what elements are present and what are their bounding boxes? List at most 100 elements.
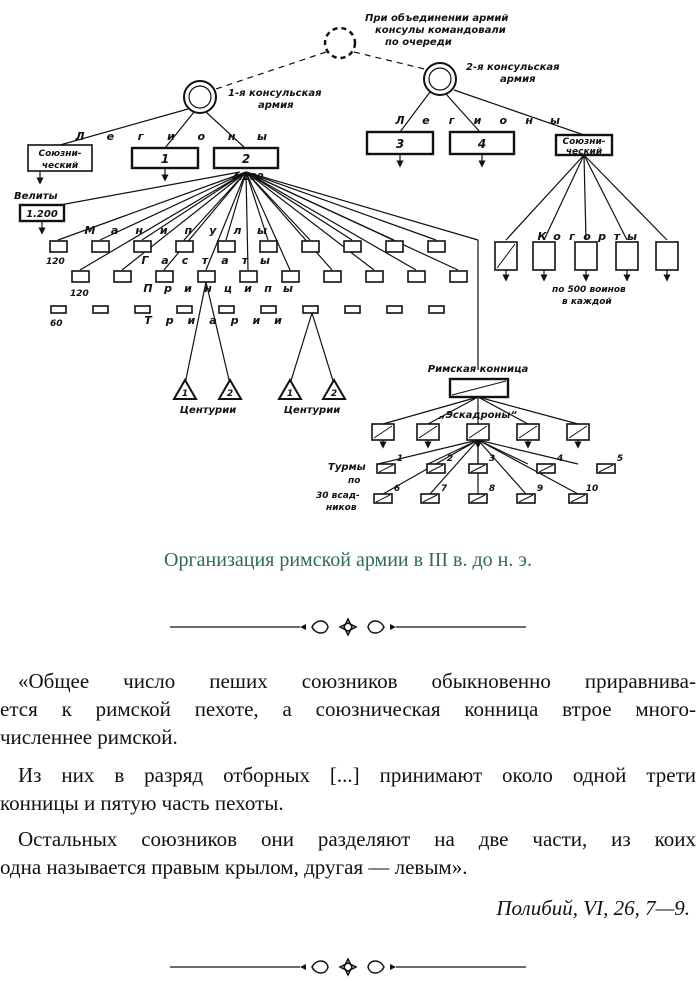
cohorts-note: в каждой [562, 297, 612, 307]
hastati-maniple [427, 240, 446, 253]
legions2-letter: и [474, 114, 482, 127]
centuria-number: 1 [287, 389, 293, 399]
hastati-maniple [301, 240, 320, 253]
principes-maniple [365, 270, 384, 283]
allied-label-2: Союзни- [562, 137, 605, 147]
legions2-letter: о [500, 114, 508, 127]
quote-line: одна называется правым крылом, другая — … [0, 855, 468, 879]
allied-label-1: ческий [42, 161, 79, 171]
triarii-maniple [260, 305, 277, 314]
triarii-maniple [134, 305, 151, 314]
connector-line [382, 396, 479, 425]
connector-line [427, 396, 479, 425]
hastati-letter: т [202, 254, 209, 267]
connector-line [205, 281, 231, 385]
connector-line [163, 171, 247, 271]
cohort-box [574, 241, 598, 271]
connector-line [245, 171, 353, 241]
hastati-maniple [343, 240, 362, 253]
connector-line [245, 171, 459, 271]
army2-label: 2-я консульская [466, 62, 560, 73]
squadron-hatch [373, 425, 393, 439]
maniples-letter: и [160, 224, 168, 237]
connector-line [477, 396, 579, 425]
cohort-box [532, 241, 556, 271]
principes-letter: и [244, 282, 252, 295]
cohorts-letter: т [614, 230, 621, 243]
centuria-triangle [277, 378, 303, 400]
allied-box-1 [27, 144, 93, 172]
legion-box-4 [448, 130, 516, 156]
maniples-letter: а [111, 224, 118, 237]
velites-count: 1.200 [26, 209, 58, 220]
legion-number: 4 [477, 137, 486, 151]
quote-paragraph-2: Из них в разряд отборных [...] принимают… [0, 761, 696, 817]
legions2-letter: н [525, 114, 533, 127]
turma-hatch [598, 464, 614, 473]
cavalry-hatch [451, 380, 507, 396]
turma-number: 1 [397, 454, 403, 464]
principes-maniple [281, 270, 300, 283]
turma-number: 4 [556, 454, 563, 464]
velites-label: Велиты [14, 191, 58, 202]
connector-line [289, 312, 313, 385]
joint-command-note: консулы командовали [375, 25, 506, 36]
legions1-letter: Л [74, 130, 84, 143]
squadron-hatch [418, 425, 438, 439]
connector-line [245, 171, 437, 241]
principes-letter: и [184, 282, 192, 295]
hastati-maniple [385, 240, 404, 253]
quote-paragraph-1: «Общее число пеших союзников обыкновенно… [0, 667, 696, 751]
hastati-letter: ы [260, 254, 270, 267]
citation: Полибий, VI, 26, 7—9. [496, 896, 690, 920]
ornament-divider-bottom [170, 957, 526, 977]
connector-line [245, 171, 269, 241]
legions2-letter: г [449, 114, 456, 127]
legion-box-1 [130, 146, 200, 170]
cohorts-note: по 500 воинов [552, 285, 626, 295]
army1-label: 1-я консульская [228, 88, 322, 99]
triarii-maniple [50, 305, 67, 314]
principes-maniple [323, 270, 342, 283]
principes-letter: ы [283, 282, 293, 295]
connector-line [477, 396, 529, 425]
legions1-letter: г [138, 130, 145, 143]
principes-letter: р [163, 282, 172, 295]
cohorts-letter: о [583, 230, 591, 243]
hastati-maniple [175, 240, 194, 253]
squadron-hatch [568, 425, 588, 439]
centuria-triangle [321, 378, 347, 400]
maniples-letter: М [85, 224, 96, 237]
centuria-triangle [217, 378, 243, 400]
legions2-letter: е [422, 114, 430, 127]
cavalry-label: Римская конница [428, 364, 529, 375]
cohort-box [615, 241, 639, 271]
legion-box-3 [365, 130, 435, 156]
legions2-letter: ы [550, 114, 560, 127]
connector-line [245, 171, 291, 271]
connector-line [583, 154, 628, 241]
connector-line [245, 171, 333, 271]
connector-line [477, 439, 579, 495]
turma-hatch [375, 494, 391, 503]
cohorts-letter: ы [627, 230, 637, 243]
triarii-maniple [428, 305, 445, 314]
turmae-label: ников [326, 503, 357, 513]
connector-line [429, 439, 479, 495]
army1-label: армия [258, 100, 294, 111]
legions1-letter: н [228, 130, 236, 143]
connector-line [399, 91, 431, 133]
turma-number: 7 [441, 484, 448, 494]
connector-line [543, 154, 585, 241]
triarii-letter: а [209, 314, 216, 327]
row-count: 120 [70, 289, 89, 299]
maniples-letter: ы [257, 224, 267, 237]
turma-hatch [538, 464, 554, 473]
diagram-caption: Организация римской армии в III в. до н.… [164, 549, 532, 571]
legion-number: 3 [396, 137, 404, 151]
maniples-letter: у [209, 224, 217, 237]
turma-hatch [378, 464, 394, 473]
hastati-maniple [259, 240, 278, 253]
principes-maniple [113, 270, 132, 283]
connector-line [57, 171, 247, 241]
